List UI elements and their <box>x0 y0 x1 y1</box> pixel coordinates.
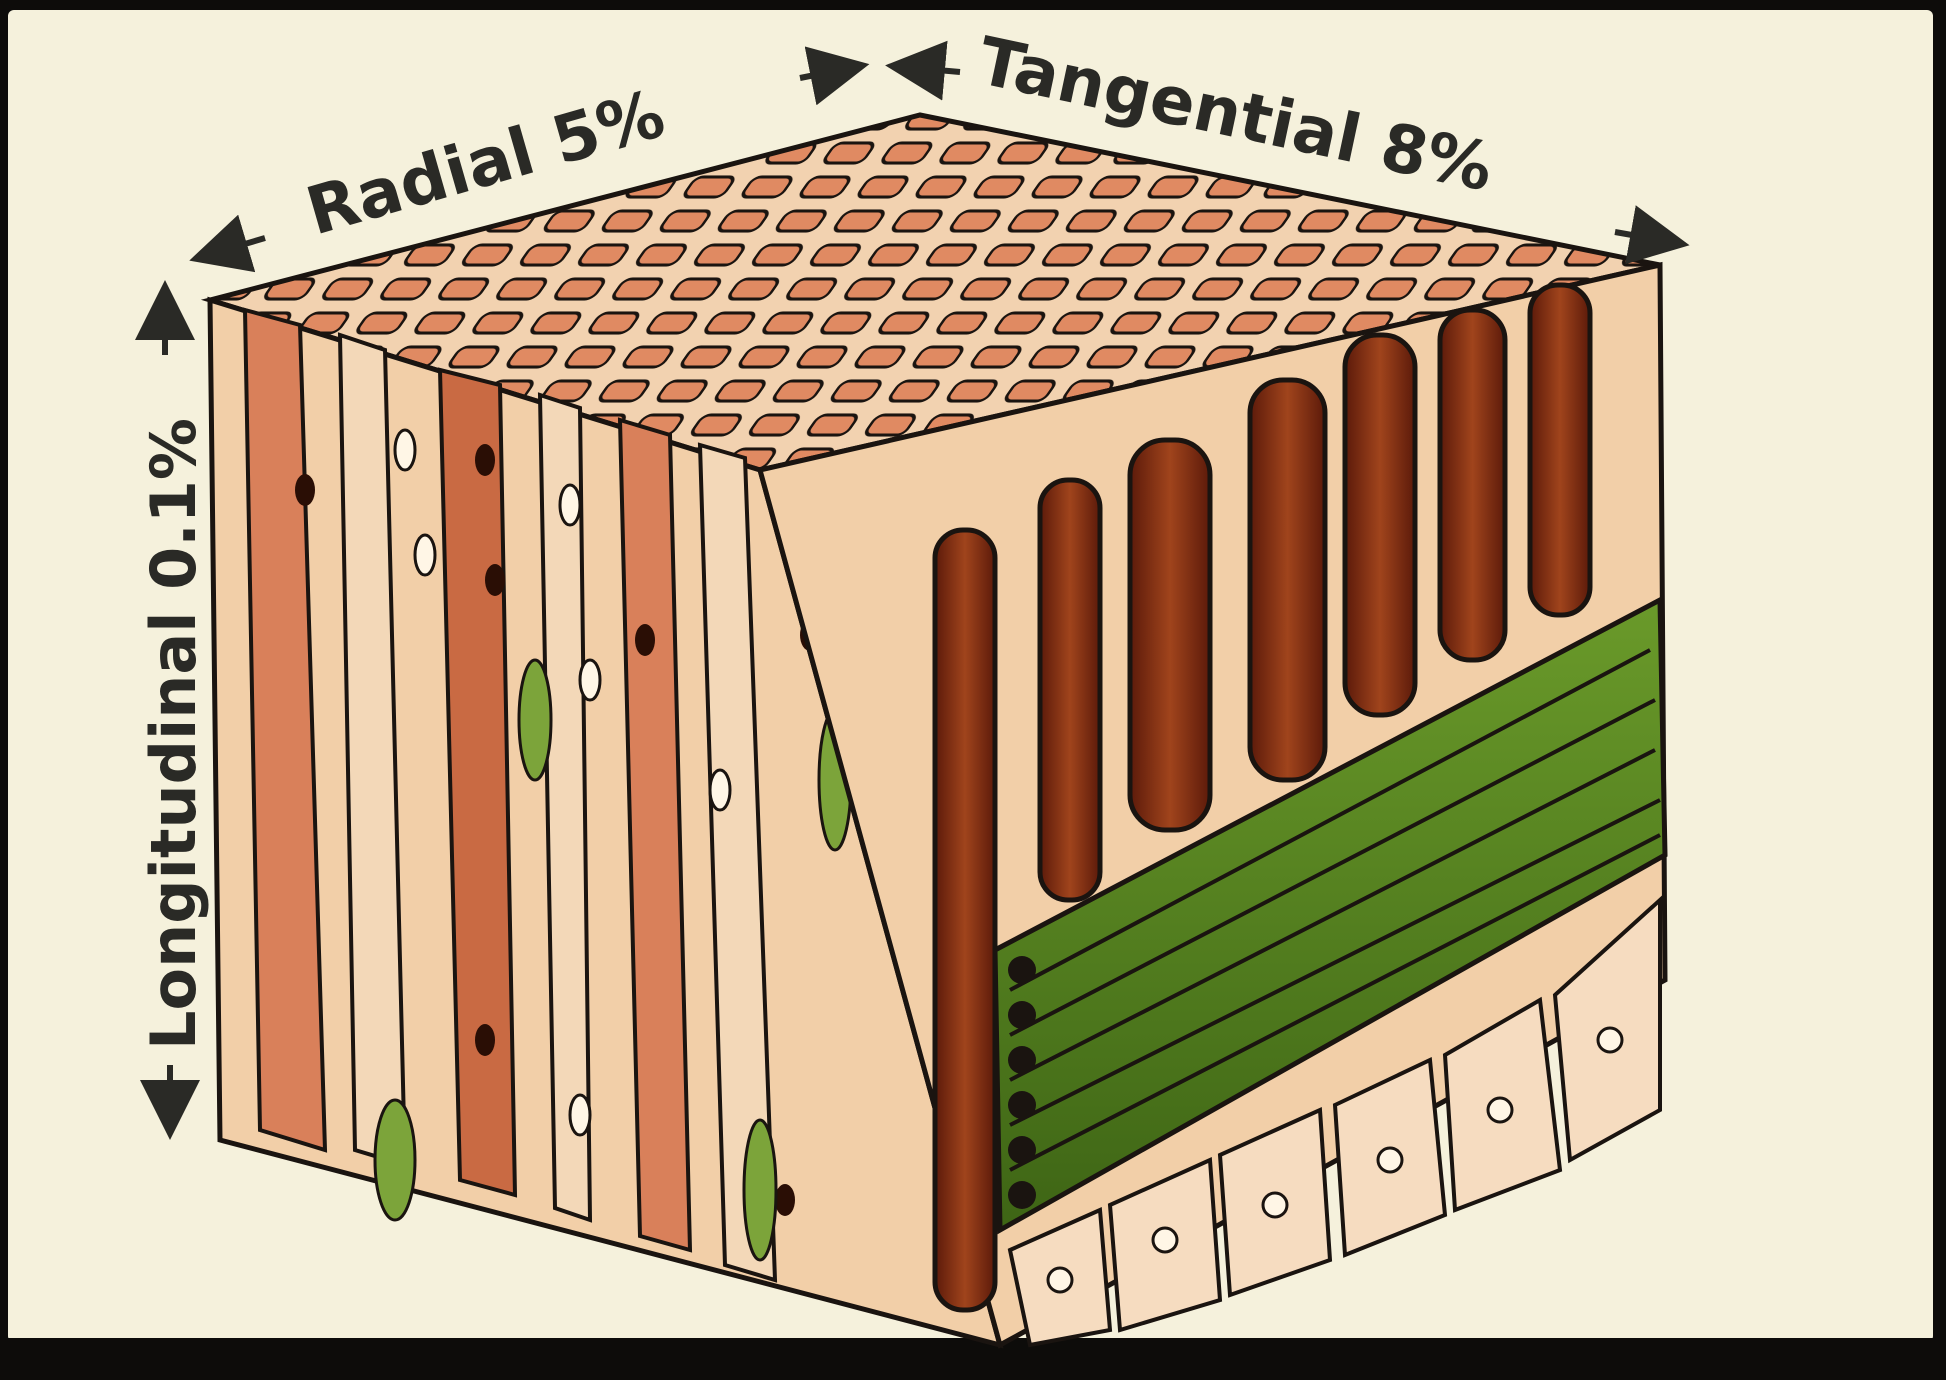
longitudinal-label: Longitudinal 0.1% <box>137 418 210 1050</box>
